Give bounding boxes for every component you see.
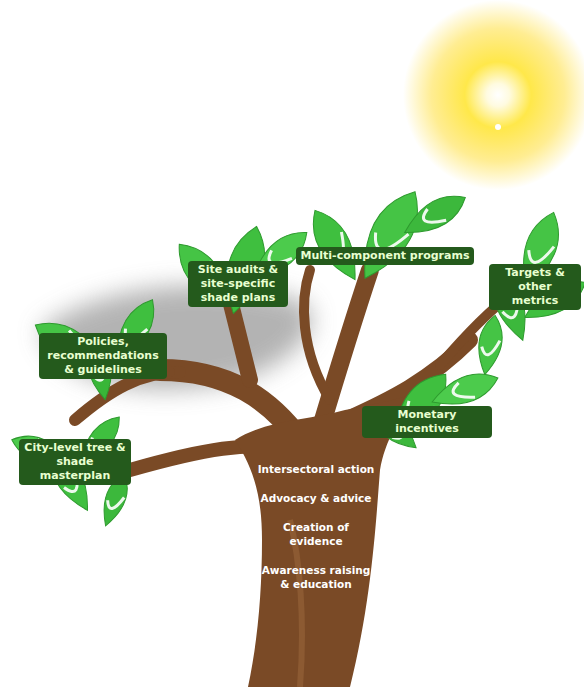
leaf-label: Targets & other metrics bbox=[489, 264, 581, 310]
trunk-text: Awareness raising & education bbox=[257, 563, 375, 591]
leaf bbox=[348, 182, 432, 288]
trunk-text: Creation of evidence bbox=[257, 520, 375, 548]
leaf-blade bbox=[398, 186, 471, 243]
trunk-label-group: Intersectoral actionAdvocacy & adviceCre… bbox=[257, 462, 375, 606]
leaf-blade bbox=[348, 182, 432, 288]
leaf-vein bbox=[451, 379, 475, 403]
sun bbox=[403, 0, 584, 190]
leaf-label: Site audits & site-specific shade plans bbox=[188, 261, 288, 307]
leaf-vein bbox=[480, 338, 499, 357]
leaf bbox=[398, 186, 471, 243]
trunk-text: Intersectoral action bbox=[257, 462, 375, 476]
trunk-text: Advocacy & advice bbox=[257, 491, 375, 505]
leaf-vein bbox=[420, 204, 446, 230]
leaf-label: Multi-component programs bbox=[296, 247, 475, 265]
trunk bbox=[235, 395, 410, 687]
leaf-text: Targets & other metrics bbox=[494, 266, 576, 308]
leaf-blade bbox=[474, 314, 507, 377]
leaf-text: Site audits & site-specific shade plans bbox=[193, 263, 283, 305]
leaf bbox=[302, 203, 368, 287]
leaf-vein bbox=[105, 492, 124, 511]
leaf-label: Policies, recommendations & guidelines bbox=[39, 333, 167, 379]
leaf-text: City-level tree & shade masterplan bbox=[24, 441, 126, 483]
leaf-vein bbox=[525, 239, 554, 267]
leaf-text: Monetary incentives bbox=[367, 408, 487, 436]
leaves bbox=[8, 182, 584, 529]
leaf-blade bbox=[302, 203, 368, 287]
leaf-label: City-level tree & shade masterplan bbox=[19, 439, 131, 485]
sun-spark bbox=[495, 124, 501, 130]
leaf-label: Monetary incentives bbox=[362, 406, 492, 438]
leaf bbox=[474, 314, 507, 377]
leaf-text: Multi-component programs bbox=[301, 249, 470, 263]
leaf-text: Policies, recommendations & guidelines bbox=[44, 335, 162, 377]
